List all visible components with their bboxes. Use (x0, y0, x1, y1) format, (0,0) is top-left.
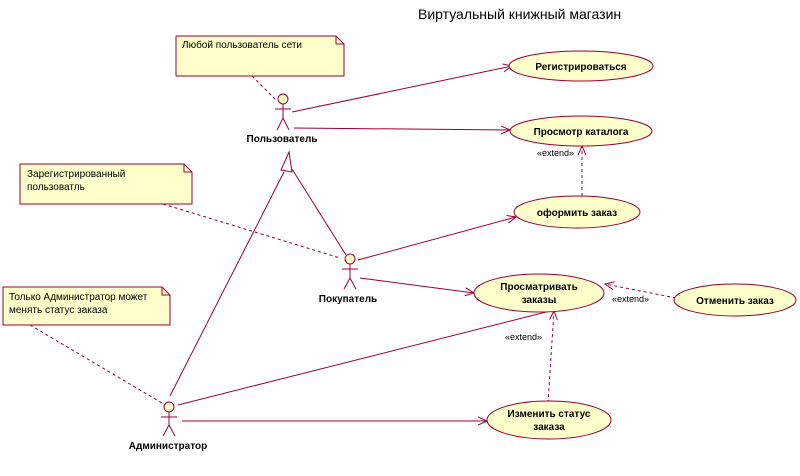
generalization-buyer (291, 168, 347, 256)
actor-label: Пользователь (247, 134, 318, 145)
actor-user[interactable]: Пользователь (247, 93, 318, 145)
extend-cancel-view (605, 284, 677, 299)
stick-figure-icon (161, 401, 177, 437)
assoc-buyer-view-orders (359, 277, 474, 293)
assoc-user-register (291, 66, 512, 113)
use-case-cancel-order[interactable]: Отменить заказ (673, 283, 797, 317)
use-case-label: Изменить статус (508, 409, 591, 420)
assoc-user-browse (293, 128, 510, 130)
note-line: пользоватль (27, 182, 85, 193)
note-registered[interactable]: Зарегистрированный пользоватль (19, 163, 193, 205)
note-admin-only[interactable]: Только Администратор может менять статус… (2, 286, 171, 326)
note-anchor-any-user (251, 75, 278, 102)
note-line: Только Администратор может (9, 292, 148, 303)
extend-label: «extend» (612, 294, 649, 304)
generalization-admin (169, 171, 285, 397)
note-line: менять статус заказа (9, 305, 108, 316)
use-case-label: заказы (522, 295, 557, 306)
use-case-change-status[interactable]: Изменить статус заказа (486, 400, 612, 440)
use-case-label: Просматривать (500, 282, 577, 293)
use-case-browse-catalog[interactable]: Просмотр каталога (509, 115, 653, 147)
extend-status-view (547, 311, 554, 404)
note-anchor-registered (162, 203, 341, 259)
actor-admin[interactable]: Администратор (129, 401, 207, 452)
assoc-admin-view-orders (177, 309, 555, 406)
note-line: Любой пользователь сети (182, 39, 302, 51)
use-case-label: Регистрироваться (535, 62, 626, 73)
extend-label: «extend» (505, 332, 542, 342)
actor-label: Покупатель (319, 294, 377, 305)
extend-label: «extend» (537, 148, 574, 158)
note-any-user[interactable]: Любой пользователь сети (175, 35, 345, 77)
use-case-label: оформить заказ (537, 207, 617, 219)
generalization-arrowhead (280, 150, 293, 173)
note-line: Зарегистрированный (27, 169, 125, 180)
use-case-view-orders[interactable]: Просматривать заказы (473, 273, 605, 313)
diagram-title: Виртуальный книжный магазин (418, 6, 621, 22)
use-case-label: заказа (533, 422, 565, 433)
use-case-place-order[interactable]: оформить заказ (513, 195, 641, 229)
stick-figure-icon (342, 253, 358, 290)
use-case-label: Просмотр каталога (534, 127, 629, 138)
use-case-register[interactable]: Регистрироваться (508, 50, 654, 82)
actor-buyer[interactable]: Покупатель (319, 253, 377, 305)
stick-figure-icon (275, 93, 291, 131)
note-anchor-admin-only (29, 324, 163, 404)
use-case-label: Отменить заказ (696, 296, 774, 307)
actor-label: Администратор (129, 441, 207, 452)
assoc-buyer-order (357, 217, 516, 261)
